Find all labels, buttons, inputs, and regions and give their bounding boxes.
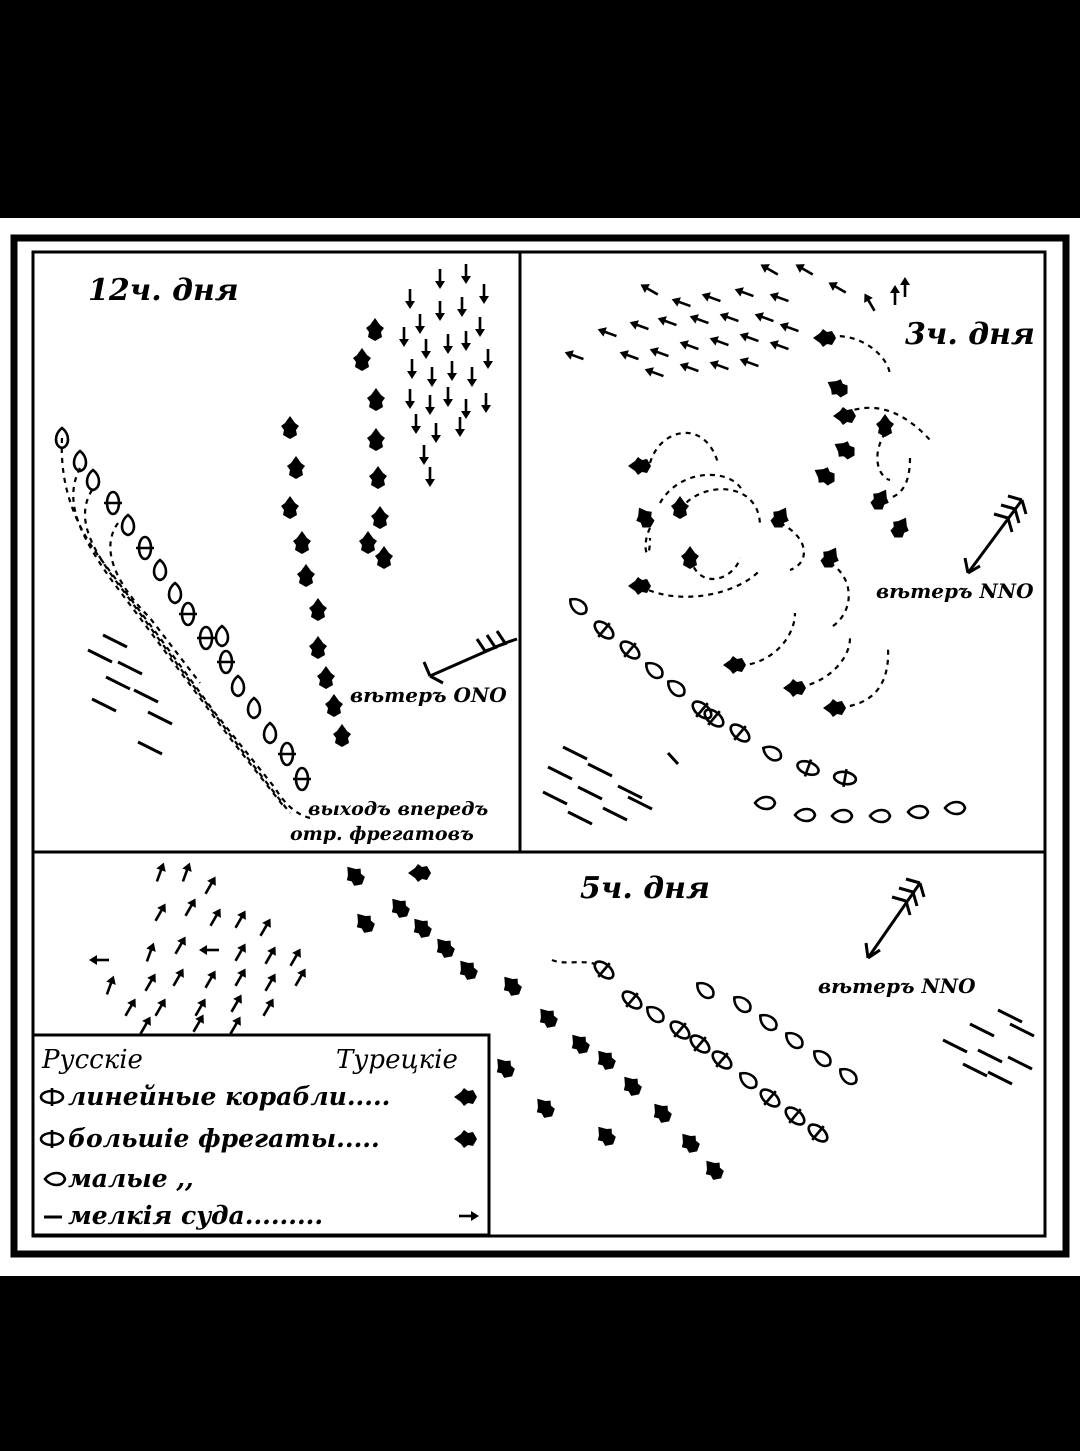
panel-three-title: 3ч. дня (905, 317, 1035, 352)
wind-label-noon: вѣтеръ ONO (350, 683, 507, 707)
outer-frame (10, 234, 1070, 1258)
panel-three: 3ч. дня (541, 258, 1035, 826)
small-vessels-noon (86, 633, 174, 756)
route-lines (60, 437, 311, 820)
small-vessels-three (541, 745, 680, 826)
legend-box (31, 1033, 491, 1237)
turkish-ships-three (628, 329, 914, 717)
legend-row-small-frigates: малые ,, (68, 1164, 194, 1193)
panel-five: 5ч. дня (87, 859, 1036, 1185)
wind-arrow-three-icon (963, 494, 1028, 575)
legend-russian-header: Русскіе (41, 1045, 143, 1075)
panel-noon: 12ч. дня (54, 262, 518, 845)
small-frigates-three (753, 795, 967, 824)
panel-five-title: 5ч. дня (580, 871, 710, 906)
russian-line-noon (54, 426, 313, 792)
legend-row-small-vessels: мелкія суда......... (68, 1201, 323, 1230)
maneuver-note-line2: отр. фрегатовъ (290, 823, 474, 845)
wind-label-five: вѣтеръ NNO (818, 974, 976, 998)
turkish-line-noon-1 (281, 416, 351, 747)
maneuver-note-line1: выходъ впередъ (308, 798, 488, 820)
russian-line-five (551, 954, 834, 1149)
panel-noon-title: 12ч. дня (88, 273, 239, 308)
legend-row-large-frigates: большіе фрегаты..... (68, 1124, 380, 1153)
legend: Русскіе Турецкіе линейные корабли..... б… (31, 1033, 491, 1237)
wind-arrow-five-icon (864, 877, 926, 960)
turkish-line-noon-2 (353, 318, 393, 569)
small-craft-five (87, 859, 312, 1038)
legend-turkish-header: Турецкіе (336, 1045, 458, 1075)
battle-diagram: 12ч. дня (10, 234, 1070, 1258)
small-craft-noon (397, 262, 495, 489)
small-vessels-five (941, 1008, 1036, 1086)
wind-arrow-noon-icon (422, 630, 518, 685)
small-craft-three (561, 258, 912, 383)
inner-frame (31, 250, 1047, 1238)
battle-map: 12ч. дня (0, 218, 1080, 1276)
russian-line-three (565, 593, 859, 791)
legend-row-ships-of-line: линейные корабли..... (68, 1082, 390, 1111)
wind-label-three: вѣтеръ NNO (876, 579, 1034, 603)
